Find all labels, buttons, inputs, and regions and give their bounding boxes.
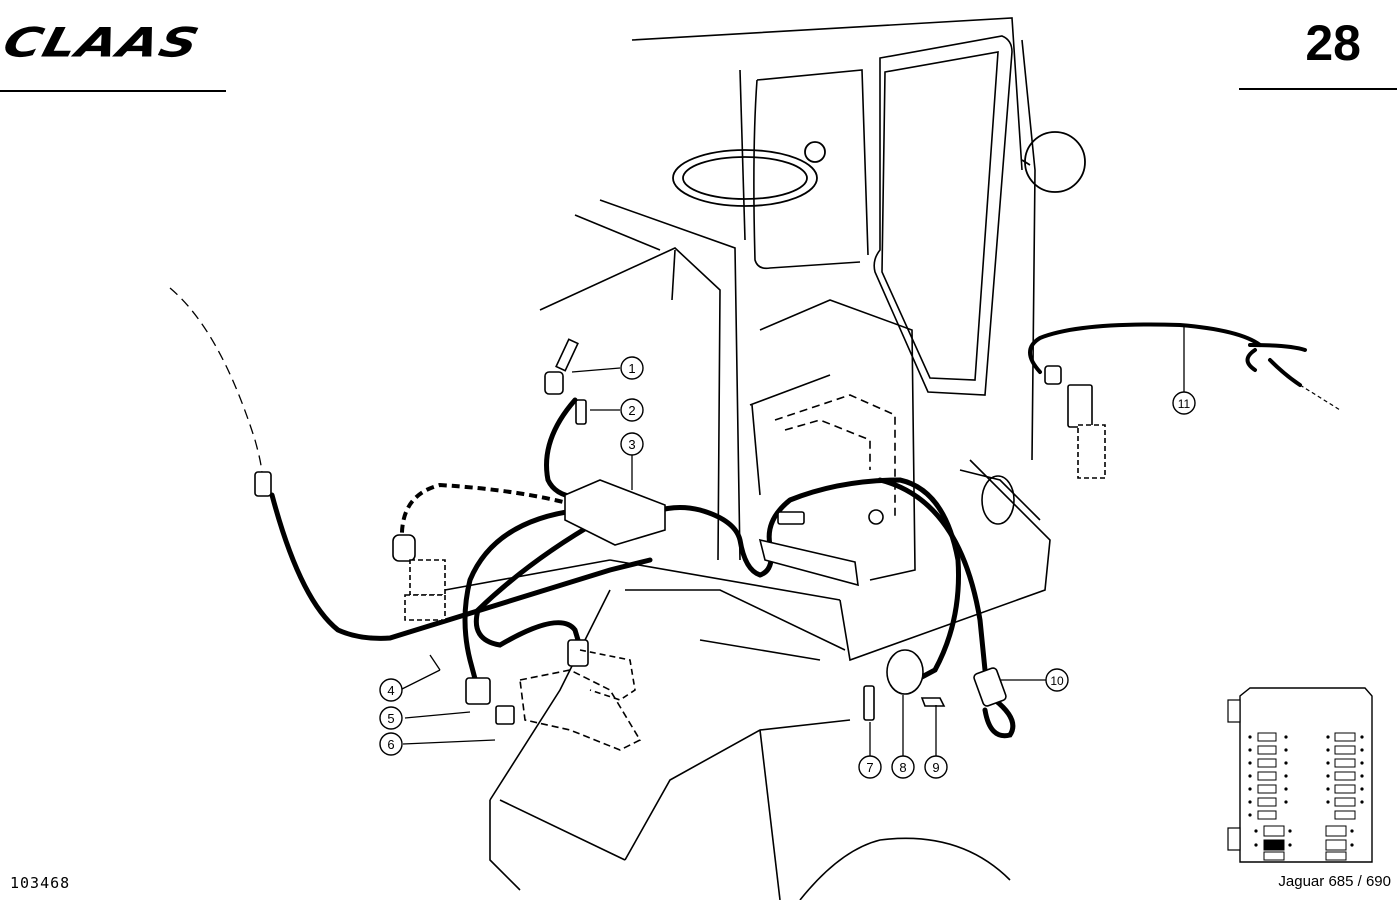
harness-dashed — [399, 482, 576, 541]
steering-wheel — [672, 141, 826, 207]
cab-outline — [539, 17, 1051, 662]
header-rule-right — [1239, 88, 1397, 90]
callout-11: 11 — [1172, 391, 1196, 415]
callout-9: 9 — [924, 755, 948, 779]
header-rule-left — [0, 90, 226, 92]
leader-lines — [399, 327, 1185, 756]
callout-4: 4 — [379, 678, 403, 702]
svg-text:1: 1 — [628, 361, 635, 376]
cable-11 — [1028, 322, 1307, 387]
page-number: 28 — [1305, 15, 1361, 71]
svg-text:10: 10 — [1050, 674, 1064, 688]
svg-text:6: 6 — [387, 737, 394, 752]
side-mirror — [1021, 131, 1086, 193]
model-label: Jaguar 685 / 690 — [1278, 873, 1391, 890]
svg-text:3: 3 — [628, 437, 635, 452]
svg-text:8: 8 — [899, 760, 906, 775]
components — [254, 338, 1106, 751]
svg-text:7: 7 — [866, 760, 873, 775]
hood-dashed-outline — [169, 287, 263, 476]
cable-11-tail — [1299, 384, 1341, 411]
callout-2: 2 — [620, 398, 644, 422]
callout-10: 10 — [1045, 668, 1069, 692]
wiring-harness — [269, 397, 1016, 739]
drawing-number: 103468 — [10, 874, 71, 892]
callout-5: 5 — [379, 706, 403, 730]
svg-text:4: 4 — [387, 683, 394, 698]
svg-text:11: 11 — [1178, 397, 1191, 411]
callout-6: 6 — [379, 732, 403, 756]
svg-text:5: 5 — [387, 711, 394, 726]
callout-3: 3 — [620, 432, 644, 456]
svg-text:9: 9 — [932, 760, 939, 775]
lower-body — [444, 559, 1011, 900]
callout-8: 8 — [891, 755, 915, 779]
fuse-box-inset — [1227, 687, 1373, 863]
callout-7: 7 — [858, 755, 882, 779]
callout-1: 1 — [620, 356, 644, 380]
svg-text:2: 2 — [628, 403, 635, 418]
